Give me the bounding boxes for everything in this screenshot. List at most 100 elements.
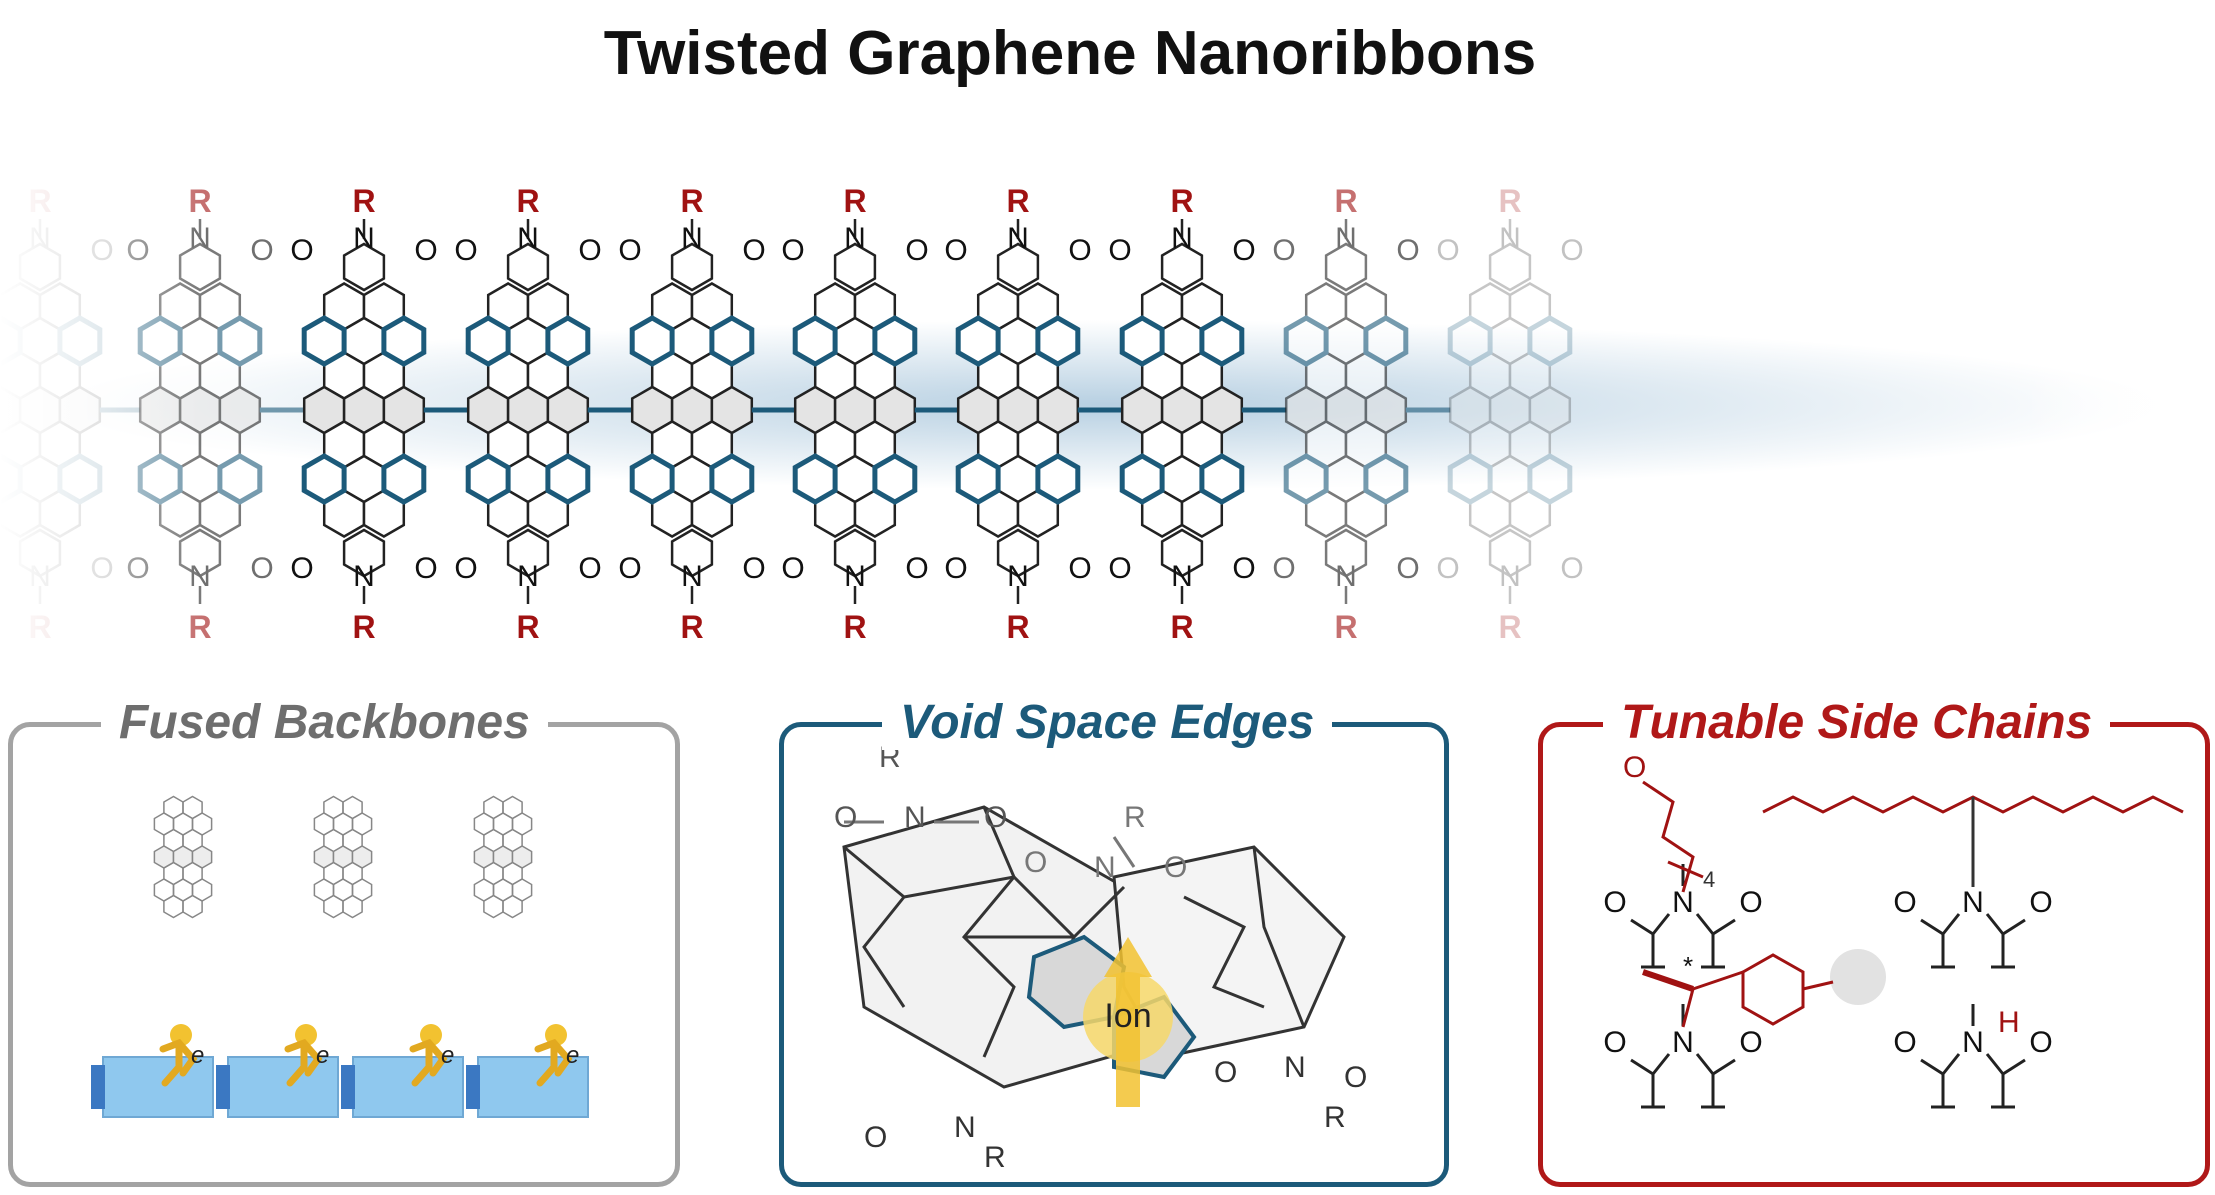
imide-oxygen-label: O	[290, 552, 313, 585]
substituent-label: R	[680, 609, 703, 645]
substituent-label: R	[1170, 609, 1193, 645]
substituent-label: R	[1498, 609, 1521, 645]
imide-oxygen-label: O	[944, 234, 967, 267]
void-atom-label: O	[834, 801, 857, 834]
imide-oxygen-label: O	[1436, 234, 1459, 267]
substituent-label: R	[1006, 183, 1029, 219]
imide-oxygen-label: O	[1396, 234, 1419, 267]
void-atom-label: O	[1214, 1056, 1237, 1089]
imide-oxygen-label: O	[781, 234, 804, 267]
imide-oxygen-label: O	[742, 552, 765, 585]
imide-oxygen-label: O	[944, 552, 967, 585]
imide-nitrogen-label: N	[1007, 222, 1029, 255]
substituent-label: R	[680, 183, 703, 219]
void-atom-label: O	[1344, 1061, 1367, 1094]
imide-nitrogen-label: N	[517, 222, 539, 255]
substituent-label: R	[1006, 609, 1029, 645]
imide-nitrogen-label: N	[1672, 1026, 1694, 1059]
imide-nitrogen-label: N	[1499, 222, 1521, 255]
imide-nitrogen-label: N	[1335, 222, 1357, 255]
imide-oxygen-label: O	[905, 234, 928, 267]
imide-oxygen-label: O	[1232, 234, 1255, 267]
mini-ribbon-unit	[473, 795, 533, 919]
substituent-label: R	[1170, 183, 1193, 219]
imide-oxygen-label: O	[414, 234, 437, 267]
imide-oxygen-label: O	[1603, 1026, 1626, 1059]
substituent-label: R	[352, 609, 375, 645]
substituent-label: R	[1334, 183, 1357, 219]
imide-oxygen-label: O	[1560, 552, 1583, 585]
imide-nitrogen-label: N	[1171, 222, 1193, 255]
repeat-count: 4	[1703, 867, 1715, 892]
ion-arrow-icon	[1104, 937, 1152, 1107]
imide-oxygen-label: O	[578, 552, 601, 585]
fused-backbones-title: Fused Backbones	[101, 695, 548, 750]
imide-oxygen-label: O	[905, 552, 928, 585]
running-electron-icon: e	[409, 1024, 454, 1087]
imide-nitrogen-label: N	[1962, 1026, 1984, 1059]
substituent-label: R	[516, 609, 539, 645]
hydrogen-label: H	[1998, 1006, 2020, 1039]
imide-oxygen-label: O	[1396, 552, 1419, 585]
oxygen-label: O	[1623, 751, 1646, 784]
charge-transport-block	[477, 1056, 589, 1118]
substituent-label: R	[352, 183, 375, 219]
void-atom-label: O	[984, 801, 1007, 834]
imide-oxygen-label: O	[250, 552, 273, 585]
imide-oxygen-label: O	[454, 552, 477, 585]
substituent-label: R	[843, 609, 866, 645]
void-atom-label: O	[1024, 846, 1047, 879]
imide-nitrogen-label: N	[681, 222, 703, 255]
charge-transport-block	[227, 1056, 339, 1118]
substituent-label: R	[1334, 609, 1357, 645]
running-electron-icon: e	[284, 1024, 329, 1087]
electron-label: e	[566, 1042, 579, 1069]
charge-transport-block	[102, 1056, 214, 1118]
imide-oxygen-label: O	[742, 234, 765, 267]
imide-oxygen-label: O	[2029, 1026, 2052, 1059]
substituent-label: R	[1498, 183, 1521, 219]
imide-nitrogen-label: N	[844, 222, 866, 255]
imide-oxygen-label: O	[1739, 886, 1762, 919]
page-title: Twisted Graphene Nanoribbons	[603, 19, 1537, 88]
substituent-label: R	[516, 183, 539, 219]
void-space-edges-title: Void Space Edges	[882, 695, 1333, 750]
imide-oxygen-label: O	[1108, 552, 1131, 585]
running-electron-icon: e	[159, 1024, 204, 1087]
imide-nitrogen-label: N	[353, 222, 375, 255]
imide-oxygen-label: O	[1893, 1026, 1916, 1059]
electron-label: e	[191, 1042, 204, 1069]
void-atom-label: N	[904, 801, 926, 834]
imide-nitrogen-label: N	[844, 560, 866, 593]
imide-oxygen-label: O	[1272, 552, 1295, 585]
imide-nitrogen-label: N	[1335, 560, 1357, 593]
stereocenter-label: *	[1683, 951, 1693, 981]
imide-nitrogen-label: N	[681, 560, 703, 593]
mini-ribbon-unit	[153, 795, 213, 919]
tunable-side-chains-title: Tunable Side Chains	[1603, 695, 2111, 750]
imide-nitrogen-label: N	[1499, 560, 1521, 593]
imide-nitrogen-label: N	[517, 560, 539, 593]
imide-oxygen-label: O	[1603, 886, 1626, 919]
void-atom-label: O	[864, 1121, 887, 1154]
void-atom-label: N	[1284, 1051, 1306, 1084]
imide-oxygen-label: O	[1436, 552, 1459, 585]
void-atom-label: N	[954, 1111, 976, 1144]
imide-oxygen-label: O	[2029, 886, 2052, 919]
imide-oxygen-label: O	[250, 234, 273, 267]
electron-label: e	[316, 1042, 329, 1069]
